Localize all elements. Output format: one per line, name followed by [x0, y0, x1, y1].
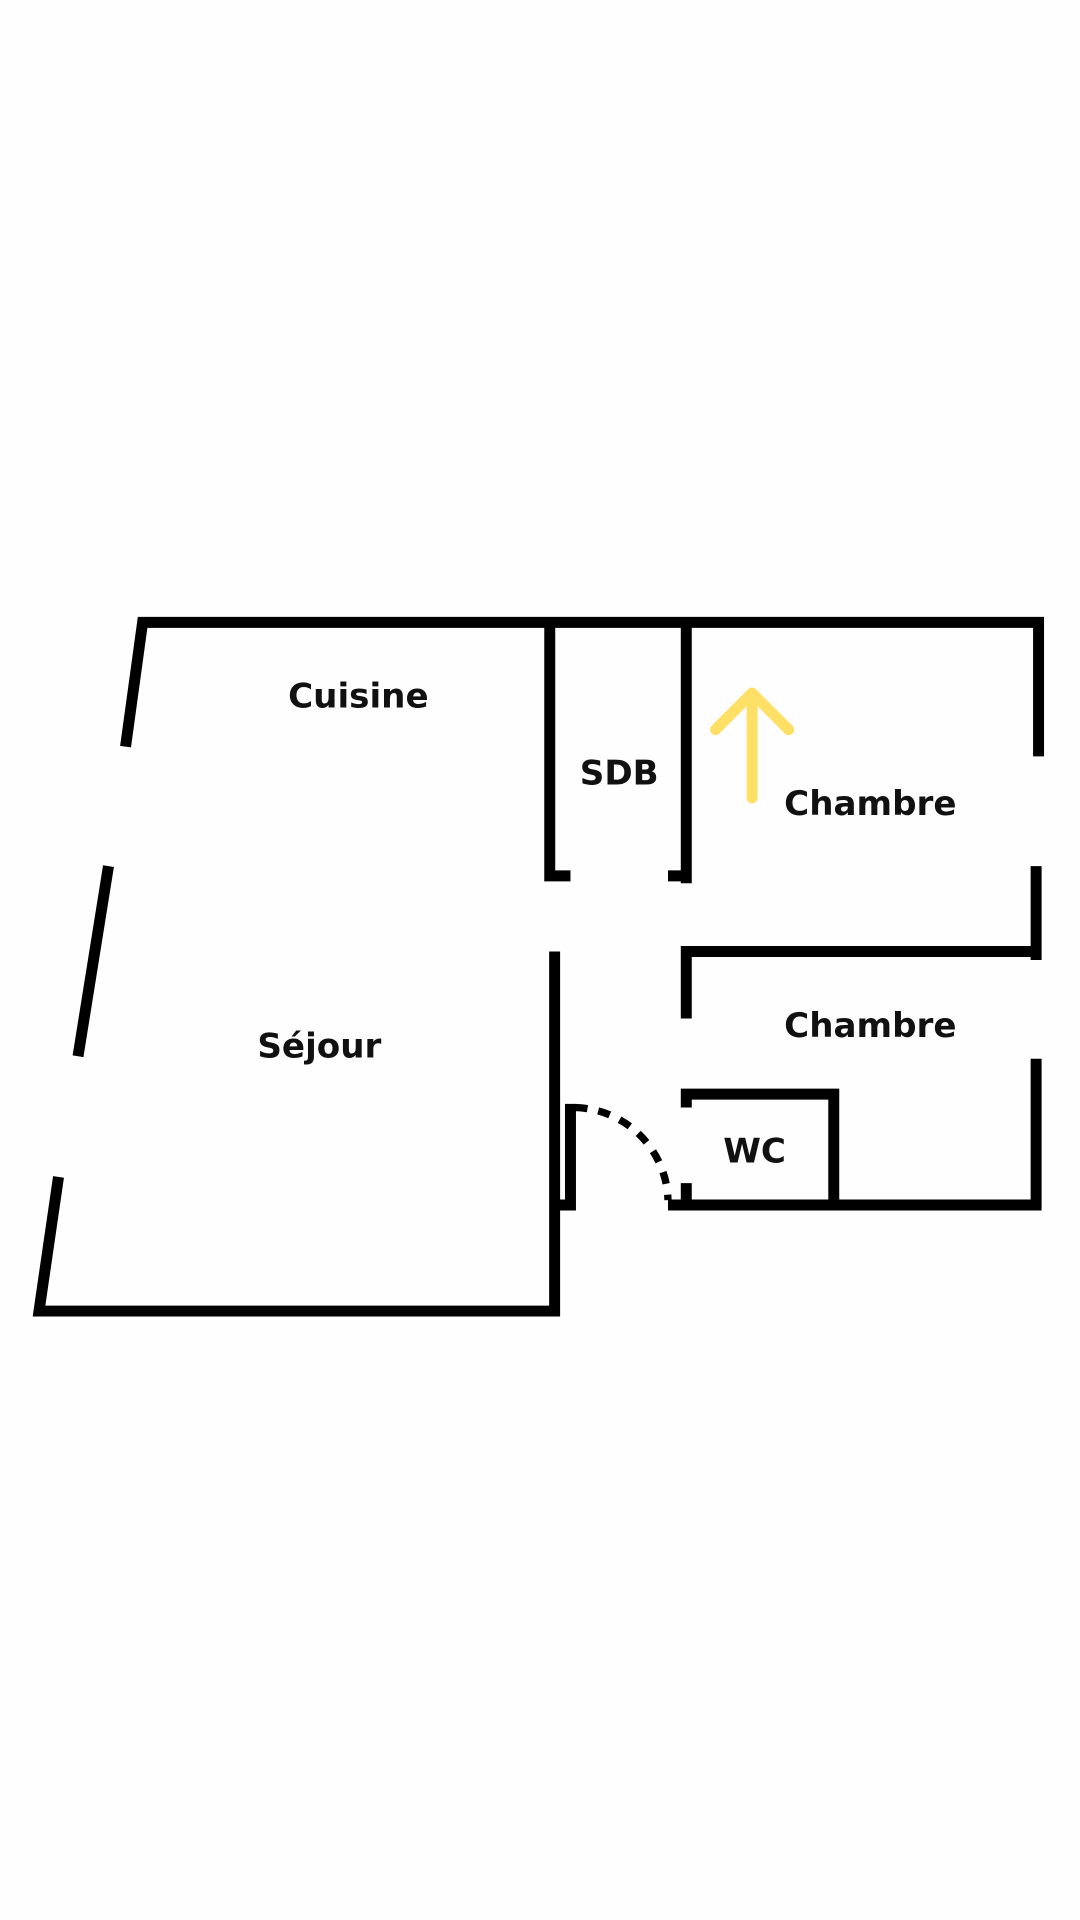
room-label-sdb: SDB: [580, 753, 659, 793]
walls: [32, 616, 1045, 1317]
left-wall-lower: [32, 951, 561, 1317]
wc-wall: [680, 1088, 840, 1206]
cuisine-sdb-wall: [544, 624, 571, 882]
door-jamb: [549, 1103, 576, 1211]
room-label-chambre-2: Chambre: [784, 1006, 956, 1046]
entry-door-arc: [575, 1103, 672, 1201]
room-label-cuisine: Cuisine: [288, 677, 428, 717]
room-label-chambre-1: Chambre: [784, 784, 956, 824]
north-arrow-icon: [710, 687, 795, 804]
right-wall-lower: [667, 1058, 1042, 1211]
chambre-divider: [680, 945, 1037, 1019]
room-label-wc: WC: [723, 1131, 786, 1171]
left-wall-middle: [72, 865, 114, 1058]
room-label-sejour: Séjour: [257, 1027, 381, 1067]
top-wall: [120, 616, 1045, 757]
